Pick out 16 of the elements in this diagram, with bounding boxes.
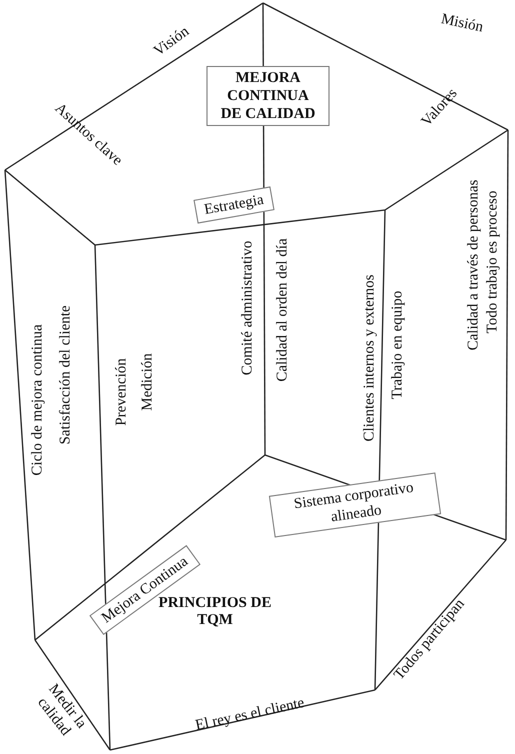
prism-label: Calidad a través de personas [465, 180, 482, 350]
prism-label: Clientes internos y externos [361, 274, 378, 442]
prism-label: Medición [139, 353, 156, 411]
prism-label: Calidad al orden del día [274, 238, 292, 382]
prism-label: Trabajo en equipo [389, 290, 406, 400]
prism-label: El rey es el cliente [194, 695, 306, 735]
system-box: Sistema corporativo alineado [268, 472, 442, 538]
prism-label: Visión [151, 24, 193, 60]
title-box: MEJORA CONTINUA DE CALIDAD [206, 66, 330, 126]
strategy-box: Estrategia [194, 186, 274, 224]
prism-label: Comité administrativo [239, 240, 256, 376]
prism-label: Todo trabajo es proceso [484, 190, 502, 334]
prism-label: Ciclo de mejora continua [29, 324, 46, 476]
prism-label: Prevención [113, 358, 130, 426]
prism-label: Misión [439, 11, 485, 37]
prism-label: Satisfacción del cliente [57, 305, 74, 445]
